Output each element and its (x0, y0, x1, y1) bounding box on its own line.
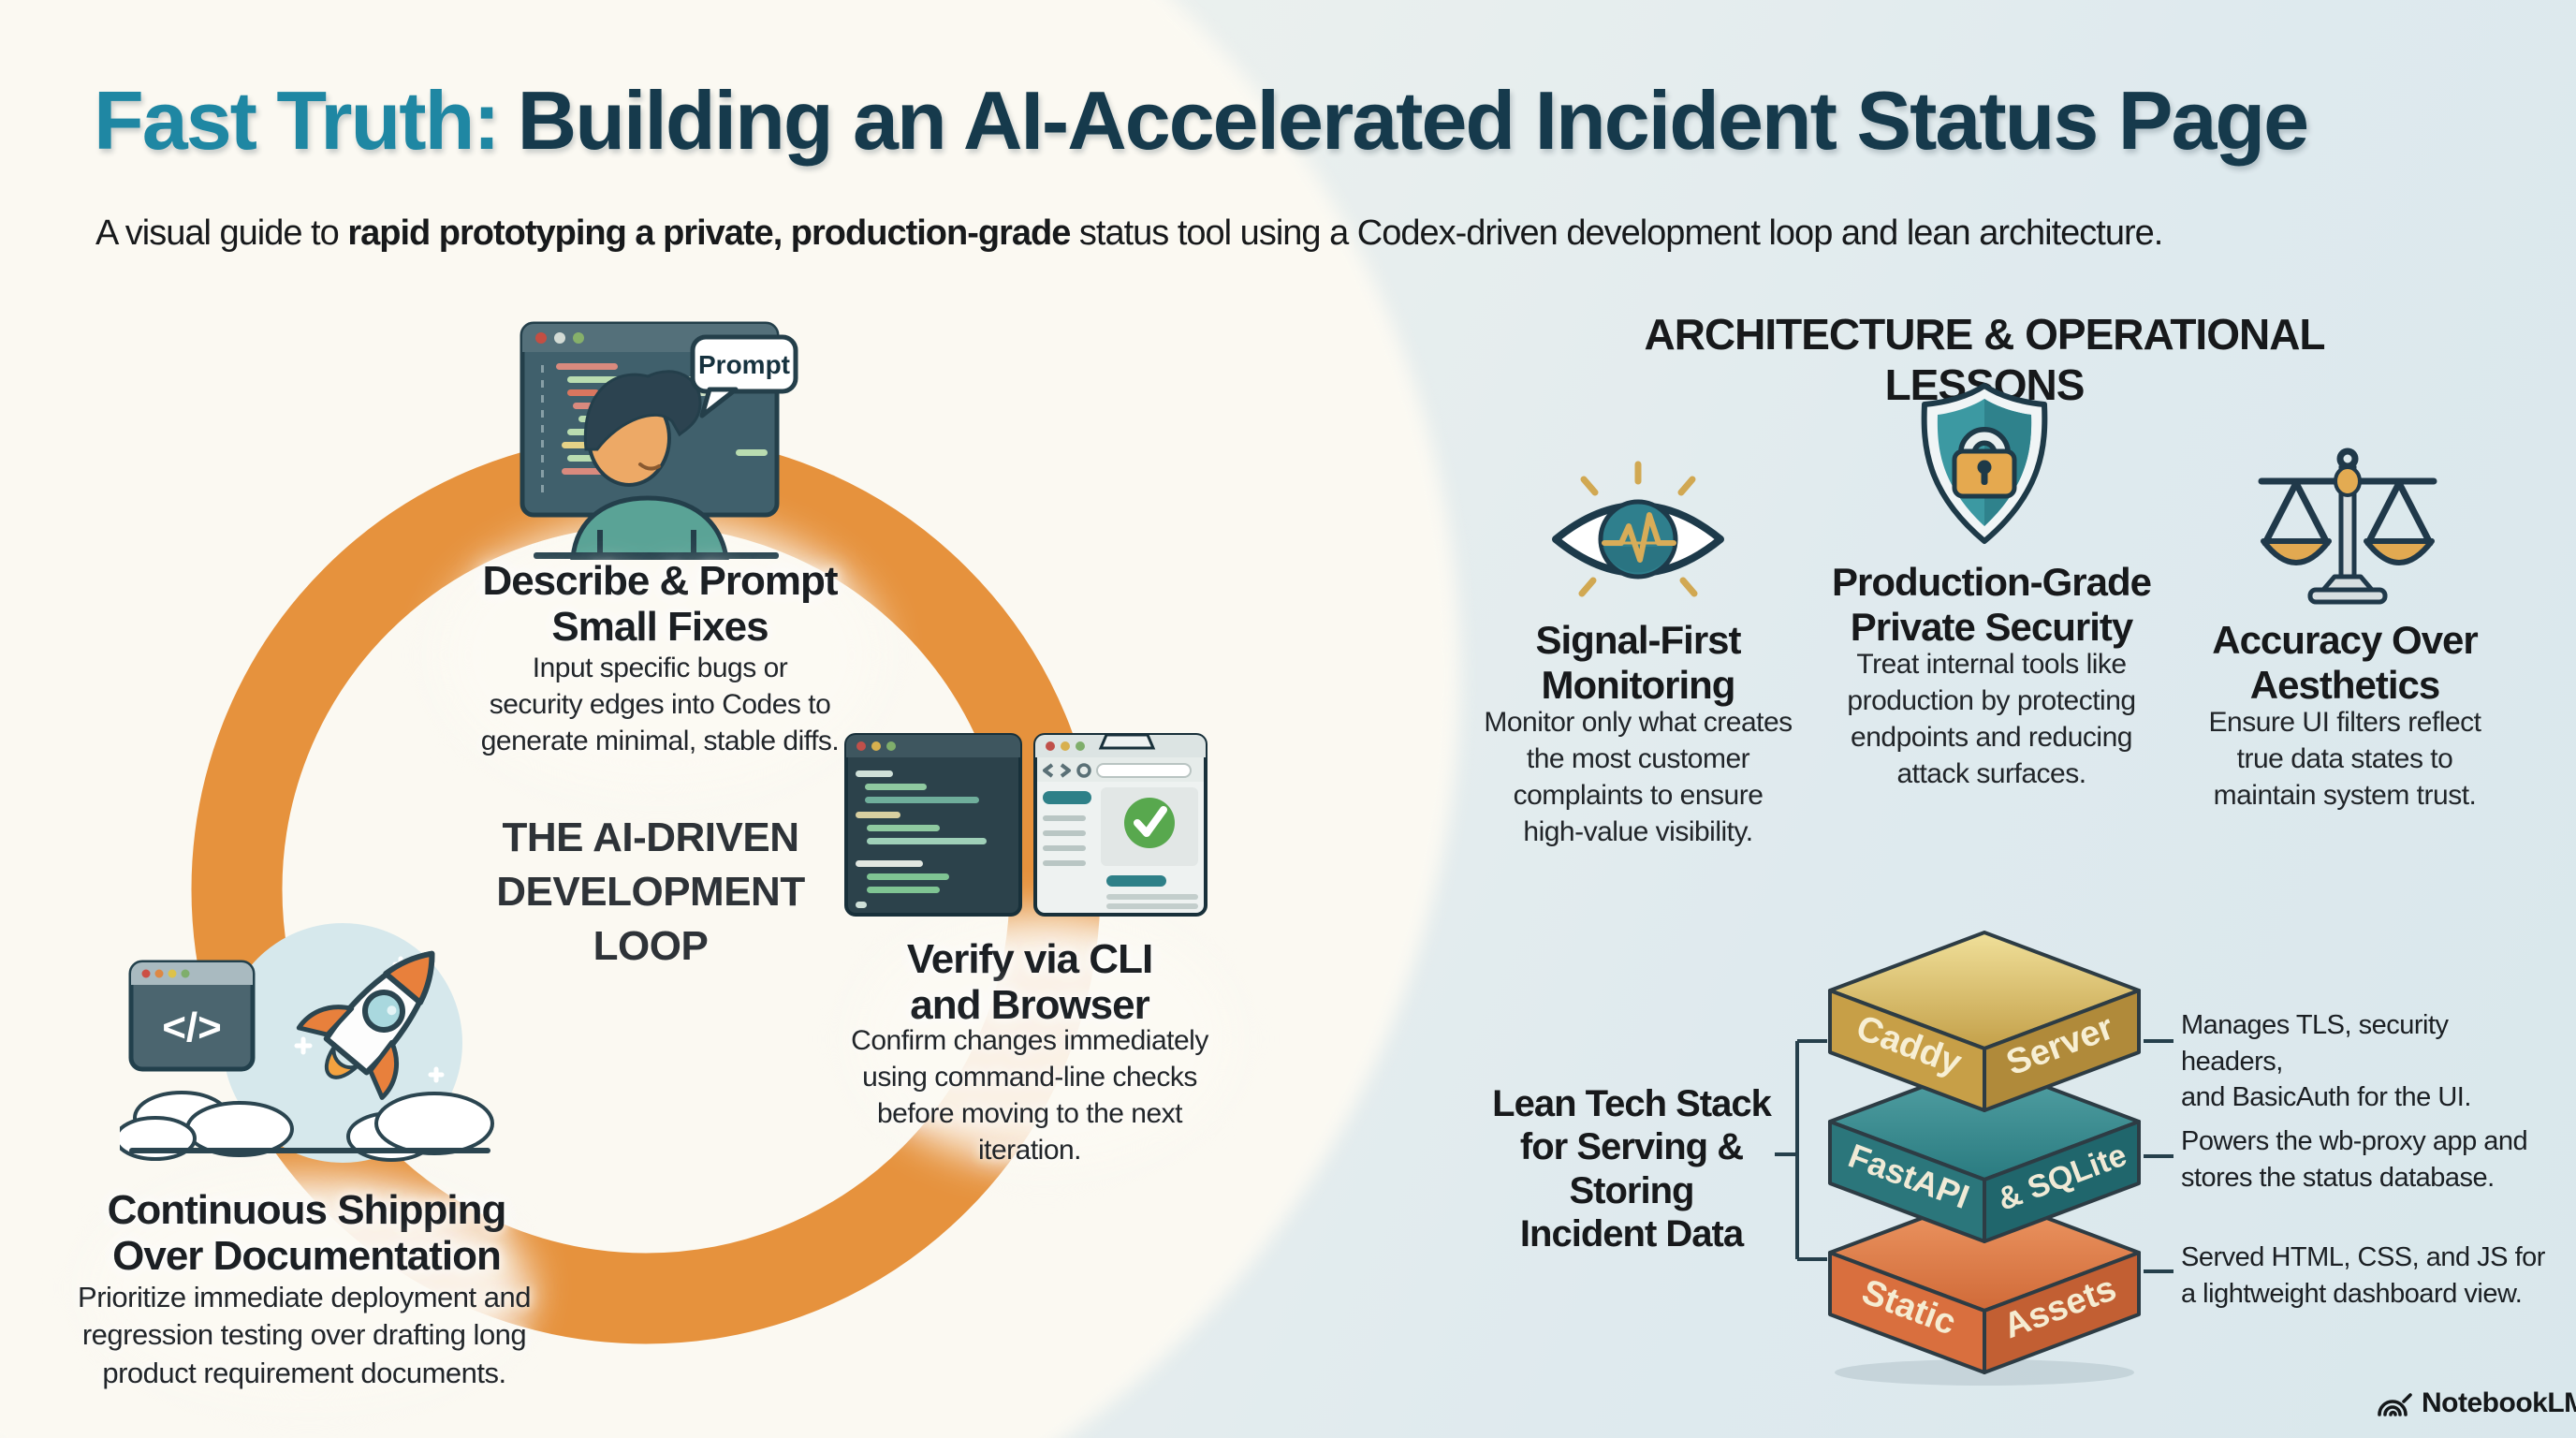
tech-stack-3d: Static Assets FastAPI & SQLite Caddy Ser… (1811, 925, 2158, 1388)
shield-lock-icon (1910, 380, 2059, 549)
code-window: </> (128, 960, 256, 1072)
subtitle-bold: rapid prototyping a private, production-… (347, 213, 1071, 253)
stack-heading: Lean Tech Stack for Serving & Storing In… (1492, 1083, 1772, 1255)
lesson1-desc: Monitor only what creates the most custo… (1484, 707, 1793, 847)
rocket-fin-right (368, 1039, 400, 1100)
page-title-rest: Building an AI-Accelerated Incident Stat… (517, 74, 2309, 167)
stack-layer-static-assets (1828, 1193, 2141, 1374)
eye-pulse-icon (1546, 457, 1730, 616)
stack-layer-caddy (1828, 931, 2141, 1112)
blob-step3 (89, 1178, 529, 1398)
page-title: Fast Truth:Building an AI-Accelerated In… (94, 73, 2527, 169)
rocket (296, 950, 435, 1100)
subtitle-pre: A visual guide to (95, 213, 348, 253)
browser-content (1101, 787, 1198, 909)
lesson2-desc: Treat internal tools like production by … (1847, 649, 2136, 789)
code-editor-illustration-svg: Prompt (520, 321, 798, 561)
stack-note-fastapi: Powers the wb-proxy app and stores the s… (2181, 1126, 2528, 1193)
code-editor-person-illustration: Prompt (507, 309, 807, 561)
cli-browser-illustration (842, 726, 1209, 924)
step1-title: Describe & Prompt Small Fixes (482, 558, 838, 651)
lesson2-title: Production-Grade Private Security (1831, 560, 2152, 649)
stack-note-caddy: Manages TLS, security headers, and Basic… (2181, 1010, 2471, 1113)
brand-footer: NotebookLM (2376, 1387, 2576, 1419)
browser-reload-icon (1076, 763, 1091, 778)
lesson3-desc: Ensure UI filters reflect true data stat… (2208, 707, 2481, 811)
eye-rays (1578, 461, 1698, 597)
stack-note-static: Served HTML, CSS, and JS for a lightweig… (2181, 1242, 2545, 1309)
stack-layer-fastapi-sqlite (1828, 1062, 2141, 1243)
scale-pan-left (2261, 538, 2332, 565)
editor-gutter (541, 365, 544, 492)
brand-label: NotebookLM (2422, 1387, 2576, 1418)
scale-pan-right (2364, 538, 2435, 565)
lesson3-title: Accuracy Over Aesthetics (2212, 618, 2479, 707)
scales-icon (2245, 446, 2451, 607)
rocket-nose (383, 950, 435, 1005)
step2-desc: Confirm changes immediately using comman… (851, 1025, 1208, 1166)
traffic-dot-red (535, 332, 547, 344)
traffic-dot-grey (554, 332, 565, 344)
step3-title: Continuous Shipping Over Documentation (107, 1187, 507, 1280)
terminal-text-lines (856, 770, 987, 908)
notebooklm-logo-icon (2378, 1393, 2412, 1416)
pulse-line (1602, 512, 1676, 563)
terminal-window (844, 733, 1022, 917)
rocket-window (362, 990, 405, 1033)
browser-sidebar (1043, 791, 1091, 866)
step3-desc: Prioritize immediate deployment and regr… (78, 1281, 531, 1389)
subtitle: A visual guide to rapid prototyping a pr… (95, 213, 2529, 254)
browser-back-icon (1043, 763, 1054, 778)
page-title-accent: Fast Truth: (94, 74, 501, 167)
browser-window (1033, 733, 1208, 917)
person-figure (534, 370, 779, 561)
step1-desc: Input specific bugs or security edges in… (480, 653, 840, 756)
ground-line (129, 1148, 490, 1153)
loop-center-title: THE AI-DRIVEN DEVELOPMENT LOOP (496, 814, 805, 970)
rocket-launch-illustration: </> (114, 901, 498, 1176)
lock-shackle (1963, 432, 2006, 454)
prompt-bubble-label: Prompt (698, 350, 790, 379)
cli-browser-illustration-svg (844, 733, 1208, 917)
code-glyph: </> (162, 1005, 222, 1050)
rocket-fin-left (296, 1005, 355, 1037)
blob-step1 (440, 520, 880, 791)
prompt-speech-bubble: Prompt (690, 334, 798, 418)
rocket-flame (324, 1045, 359, 1079)
traffic-dot-green (573, 332, 584, 344)
subtitle-post: status tool using a Codex-driven develop… (1070, 213, 2163, 253)
blob-step2 (856, 913, 1231, 1166)
browser-forward-icon (1060, 763, 1071, 778)
browser-address-bar (1096, 763, 1192, 778)
rocket-illustration-svg: </> (114, 923, 494, 1163)
stack-connectors (1775, 1039, 2174, 1273)
step2-title: Verify via CLI and Browser (906, 936, 1153, 1029)
lesson1-title: Signal-First Monitoring (1535, 618, 1741, 707)
